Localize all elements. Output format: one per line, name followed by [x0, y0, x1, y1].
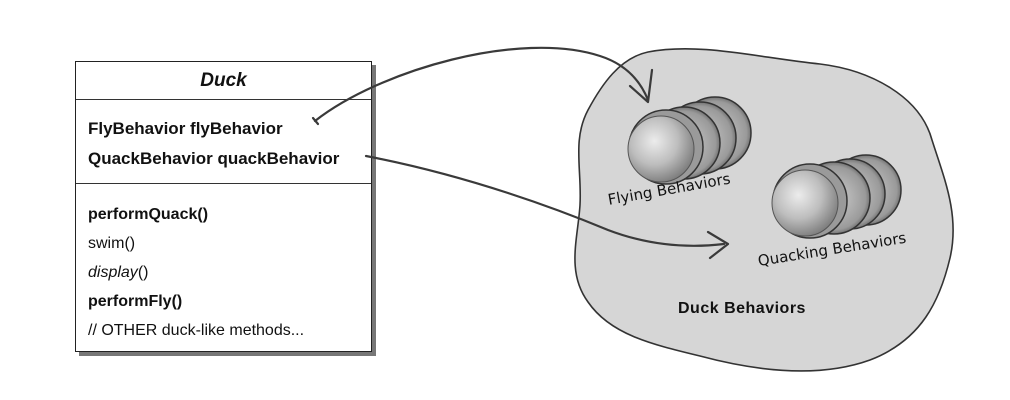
quacking-behaviors-disk-stack	[771, 154, 902, 239]
field-quack-behavior: QuackBehavior quackBehavior	[88, 149, 340, 168]
flying-behaviors-disk-stack	[627, 96, 752, 185]
method-other-comment: // OTHER duck-like methods...	[88, 322, 305, 339]
fly-behavior-arrow	[311, 46, 654, 126]
class-methods: performQuack() swim() display() performF…	[76, 184, 371, 345]
method-perform-quack: performQuack()	[88, 206, 209, 223]
method-display-parens: ()	[137, 264, 149, 281]
method-perform-fly: performFly()	[88, 293, 183, 310]
field-fly-behavior: FlyBehavior flyBehavior	[88, 119, 283, 138]
method-display: display()	[88, 258, 371, 287]
duck-behaviors-label: Duck Behaviors	[678, 300, 806, 317]
class-name: Duck	[76, 62, 371, 100]
class-fields: FlyBehavior flyBehavior QuackBehavior qu…	[76, 100, 371, 184]
quack-behavior-arrow	[364, 154, 730, 260]
duck-class-box: Duck FlyBehavior flyBehavior QuackBehavi…	[75, 61, 372, 352]
method-swim: swim()	[88, 235, 136, 252]
method-display-name: display	[88, 264, 138, 281]
